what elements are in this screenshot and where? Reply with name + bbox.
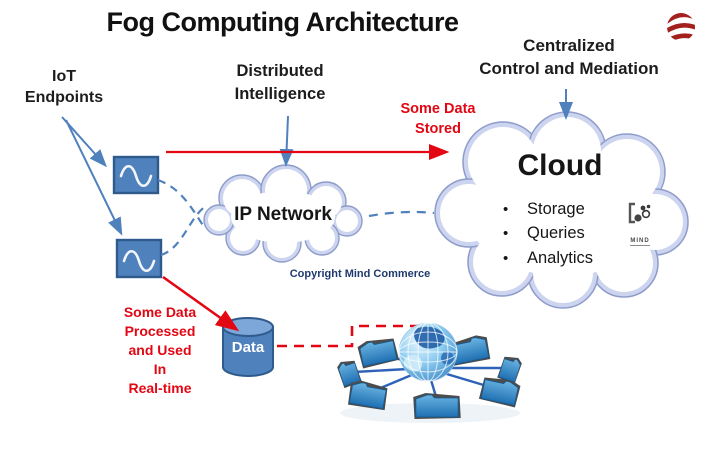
cloud-bullet-label: Storage — [527, 199, 585, 218]
label-line: Control and Mediation — [479, 59, 659, 78]
data-store-label: Data — [231, 339, 265, 356]
bullet-dot: • — [503, 225, 509, 243]
cloud-shape — [434, 111, 689, 309]
label-iot-endpoints: IoT Endpoints — [8, 66, 120, 108]
globe-icon — [398, 322, 458, 382]
cloud-bullet-label: Analytics — [527, 248, 594, 267]
sine-wave-icon — [122, 250, 156, 272]
note-line: Some Data — [400, 101, 476, 117]
arrow-iot-to-node2 — [65, 119, 123, 236]
bullet-dot: • — [503, 249, 509, 267]
note-line: Stored — [415, 121, 461, 137]
arrow-distributed-to-ipnetwork — [279, 115, 294, 167]
label-line: Endpoints — [24, 89, 104, 106]
note-some-data-stored: Some Data Stored — [378, 99, 498, 139]
note-line: Some Data — [123, 304, 197, 320]
watermark-text: MIND — [630, 238, 650, 246]
label-line: Distributed — [236, 62, 324, 80]
label-line: Intelligence — [234, 85, 326, 103]
cloud-node-title: Cloud — [517, 149, 603, 182]
fog-node-2 — [115, 238, 163, 279]
watermark-glyph — [628, 202, 651, 224]
label-line: IoT — [52, 68, 76, 85]
copyright-text: Copyright Mind Commerce — [289, 268, 431, 280]
arrow-node2-to-data — [162, 275, 240, 332]
cloud-bullet-label: Queries — [527, 224, 585, 243]
note-some-data-processed: Some Data Processed and Used In Real-tim… — [103, 303, 217, 398]
note-line: and Used — [128, 342, 192, 358]
cloud-bullet-item: • Storage — [503, 197, 643, 222]
ip-network-shape — [203, 164, 363, 263]
fog-node-1 — [112, 155, 160, 195]
cloud-bullet-list: • Storage • Queries • Analytics — [503, 197, 643, 271]
label-distributed-intelligence: Distributed Intelligence — [213, 60, 347, 106]
page-title: Fog Computing Architecture — [106, 7, 460, 37]
link-ipnetwork-cloud — [368, 210, 435, 218]
striped-sphere-logo — [667, 13, 695, 41]
note-line: In — [153, 361, 167, 377]
cloud-bullet-item: • Analytics — [503, 246, 643, 271]
ip-network-label: IP Network — [234, 204, 332, 225]
link-fognode2-ipnetwork — [160, 205, 207, 257]
label-centralized-control: Centralized Control and Mediation — [448, 34, 690, 80]
note-line: Processed — [124, 323, 196, 339]
note-line: Real-time — [128, 380, 192, 396]
bullet-dot: • — [503, 200, 509, 218]
link-data-to-endpoint-network — [277, 324, 436, 348]
mind-commerce-watermark-icon: MIND — [624, 202, 656, 247]
globe-network-cluster — [335, 322, 524, 423]
sine-wave-icon — [119, 165, 153, 187]
cloud-bullet-item: • Queries — [503, 222, 643, 247]
link-fognode1-ipnetwork — [157, 178, 205, 228]
label-line: Centralized — [523, 36, 615, 55]
